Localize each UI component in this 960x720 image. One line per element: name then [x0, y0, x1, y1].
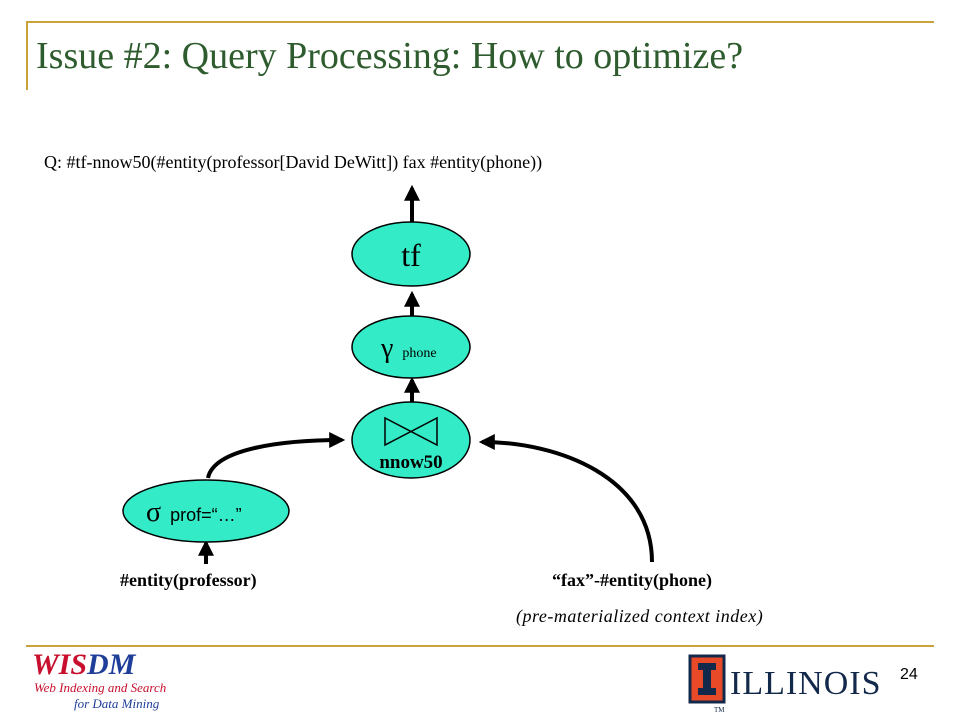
svg-text:WISDM: WISDM — [32, 650, 137, 681]
input-label-fax-index: “fax”-#entity(phone) — [552, 570, 712, 590]
gamma-subscript: phone — [402, 346, 436, 361]
join-symbol-icon — [384, 416, 438, 447]
svg-text:γ phone: γ phone — [380, 333, 437, 364]
input-label-professor: #entity(professor) — [120, 570, 257, 590]
illinois-logo: ILLINOIS TM — [688, 654, 882, 714]
wisdm-logo-wis: WIS — [32, 650, 87, 681]
sigma-symbol: σ — [146, 497, 161, 528]
wisdm-logo: WISDM Web Indexing and Search for Data M… — [32, 650, 166, 711]
svg-text:σ prof=“…”: σ prof=“…” — [146, 497, 242, 528]
gamma-symbol: γ — [380, 333, 393, 364]
wisdm-logo-line1: Web Indexing and Search — [34, 680, 166, 695]
sigma-node: σ prof=“…” — [122, 479, 290, 543]
arrow-index-to-join — [478, 434, 654, 563]
page-title: Issue #2: Query Processing: How to optim… — [36, 35, 744, 77]
illinois-tm: TM — [714, 706, 725, 714]
illinois-block-i-icon — [688, 654, 726, 704]
gamma-node: γ phone — [351, 315, 471, 379]
tf-node-label: tf — [401, 237, 421, 273]
sigma-subscript: prof=“…” — [170, 505, 242, 525]
tf-node: tf — [351, 221, 471, 287]
wisdm-logo-dm: DM — [86, 650, 137, 681]
arrow-sigma-to-join — [206, 432, 346, 479]
query-text: Q: #tf-nnow50(#entity(professor[David De… — [44, 152, 543, 172]
join-node-label: nnow50 — [379, 452, 442, 473]
page-number: 24 — [900, 666, 918, 683]
index-note: (pre-materialized context index) — [516, 606, 764, 626]
wisdm-logo-line2: for Data Mining — [74, 696, 160, 711]
illinois-wordmark: ILLINOIS — [730, 665, 882, 702]
join-node: nnow50 — [351, 401, 471, 479]
